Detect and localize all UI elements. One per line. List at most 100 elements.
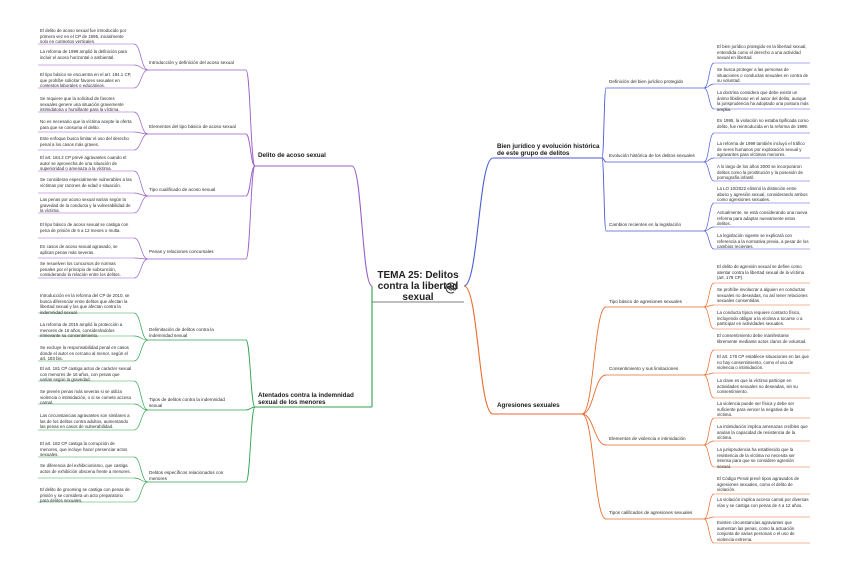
subtopic[interactable]: Penas y relaciones concursales [149, 249, 214, 254]
subtopic[interactable]: Tipo cualificado de acoso sexual [149, 187, 216, 192]
leaf-note[interactable]: El Código Penal prevé tipos agravados de… [717, 476, 800, 493]
leaf-note[interactable]: El delito de grooming se castiga con pen… [40, 487, 130, 504]
leaf-note[interactable]: Existen circunstancias agravantes que au… [717, 520, 795, 542]
subtopic[interactable]: Consentimiento y sus limitaciones [609, 366, 679, 371]
main-topic-agresiones[interactable]: Agresiones sexuales [497, 402, 560, 409]
leaf-note[interactable]: Se excluye la responsabilidad penal en c… [40, 345, 129, 362]
leaf-note[interactable]: En casos de acoso sexual agravado, se ap… [40, 244, 118, 255]
connector [703, 161, 715, 182]
subtopic[interactable]: Delimitación de delitos contra la indemn… [149, 327, 214, 338]
leaf-note[interactable]: Se prohíbe involucrar a alguien en condu… [717, 287, 808, 304]
leaf-note[interactable]: Se requiere que la solicitud de favores … [40, 96, 124, 113]
subtopic[interactable]: Introducción y definición del acoso sexu… [149, 60, 234, 65]
leaf-note[interactable]: El art. 184.2 CP prevé agravantes cuando… [40, 155, 127, 172]
connector [133, 111, 149, 135]
leaf-note[interactable]: Este enfoque busca limitar el uso del de… [40, 136, 129, 147]
connector [581, 374, 607, 415]
connector [133, 43, 149, 71]
connector [463, 157, 494, 287]
connector [133, 477, 149, 483]
connector [133, 258, 149, 279]
subtopic[interactable]: Delitos específicos relacionados con men… [149, 470, 224, 481]
connector [133, 456, 149, 483]
main-topic-delito-acoso[interactable]: Delito de acoso sexual [258, 152, 326, 159]
connector [245, 339, 256, 408]
connector [133, 339, 149, 362]
leaf-note[interactable]: El art. 181 CP castiga actos de carácter… [40, 366, 132, 383]
leaf-note[interactable]: La violencia puede ser física y debe ser… [717, 401, 795, 418]
leaf-note[interactable]: La reforma de 1999 también incluyó el tr… [717, 141, 805, 158]
main-topic-bien-juridico[interactable]: Bien jurídico y evolución histórica de e… [497, 143, 600, 158]
main-topic-atentados-menores[interactable]: Atentados contra la indemnidad sexual de… [258, 392, 354, 407]
leaf-note[interactable]: La legislación vigente se explicará con … [717, 233, 809, 250]
subtopic[interactable]: Elementos de violencia e intimidación [609, 436, 686, 441]
leaf-note[interactable]: El bien jurídico protegido es la liberta… [717, 44, 807, 61]
leaf-note[interactable]: Se diferencia del exhibicionismo, que ca… [40, 463, 131, 474]
connector [581, 413, 607, 520]
subtopic[interactable]: Evolución histórica de los delitos sexua… [609, 153, 695, 158]
connector [703, 83, 715, 89]
leaf-note[interactable]: El delito de acoso sexual fue introducid… [40, 28, 127, 45]
leaf-note[interactable]: El art. 178 CP establece situaciones en … [717, 354, 809, 371]
leaf-note[interactable]: La reforma de 1999 amplió la definición … [40, 49, 127, 60]
connector [133, 131, 149, 135]
connector [133, 380, 149, 411]
connector [581, 413, 607, 446]
leaf-note[interactable]: La reforma de 2015 amplió la protección … [40, 322, 123, 339]
connector [581, 306, 607, 415]
leaf-note[interactable]: La intimidación implica amenazas creíble… [717, 424, 808, 441]
connector [133, 409, 149, 431]
connector [703, 202, 715, 232]
connector [463, 285, 494, 415]
subtopic[interactable]: Tipos de delitos contra la indemnidad se… [149, 397, 225, 408]
connector [703, 417, 715, 446]
leaf-note[interactable]: La violación implica acceso carnal por d… [717, 497, 809, 508]
leaf-note[interactable]: La jurisprudencia ha establecido que la … [717, 447, 795, 469]
connector [703, 304, 715, 308]
leaf-note[interactable]: Se prevén penas más severas si se utiliz… [40, 389, 132, 406]
leaf-note[interactable]: La doctrina considera que debe existir u… [717, 90, 809, 112]
connector [133, 481, 149, 503]
subtopic[interactable]: Cambios recientes en la legislación [609, 222, 682, 227]
leaf-note[interactable]: Introducción en la reforma del CP de 201… [40, 293, 130, 315]
leaf-note[interactable]: A lo largo de los años 2000 se incorpora… [717, 164, 803, 181]
central-topic[interactable]: TEMA 25: Delitos contra la libertad sexu… [377, 270, 459, 303]
leaf-note[interactable]: La clave es que la víctima participe en … [717, 378, 798, 395]
subtopic[interactable]: Tipo básico de agresiones sexuales [609, 299, 682, 304]
connector [133, 69, 149, 89]
connector [133, 64, 149, 71]
subtopic[interactable]: Definición del bien jurídico protegido [609, 79, 684, 84]
leaf-note[interactable]: Actualmente, se está considerando una nu… [717, 210, 808, 227]
subtopic[interactable]: Elementos del tipo básico de acoso sexua… [149, 124, 236, 129]
connector [703, 282, 715, 308]
connector [601, 157, 607, 232]
leaf-note[interactable]: El art. 182 CP castiga la corrupción de … [40, 441, 128, 458]
leaf-note[interactable]: Se consideran especialmente vulnerables … [40, 177, 132, 188]
subtopic[interactable]: Tipos calificados de agresiones sexuales [609, 510, 693, 515]
leaf-note[interactable]: El consentimiento debe manifestarse libr… [717, 333, 807, 344]
leaf-note[interactable]: La conducta típica requiere contacto fís… [717, 310, 803, 327]
connector [245, 406, 256, 483]
leaf-note[interactable]: Se resuelven los concursos de normas pen… [40, 261, 121, 278]
leaf-note[interactable]: Las circunstancias agravantes son simila… [40, 413, 130, 430]
leaf-note[interactable]: En 1995, la violación no estaba tipifica… [717, 118, 809, 129]
connector [351, 165, 373, 287]
connector [703, 516, 715, 520]
connector [133, 237, 149, 260]
connector [703, 132, 715, 163]
connector [703, 444, 715, 468]
connector [245, 406, 256, 411]
leaf-note[interactable]: El tipo básico se encuentra en el art. 1… [40, 72, 132, 89]
leaf-note[interactable]: El delito de agresión sexual se define c… [717, 264, 805, 281]
at-sign-icon [445, 282, 457, 294]
connector [245, 133, 256, 167]
connector [133, 192, 149, 197]
leaf-note[interactable]: Se busca proteger a las personas de situ… [717, 67, 809, 84]
connector [703, 349, 715, 376]
connector [703, 440, 715, 446]
leaf-note[interactable]: No es necesario que la víctima acepte la… [40, 119, 132, 130]
connector [703, 372, 715, 376]
leaf-note[interactable]: El tipo básico de acoso sexual se castig… [40, 222, 129, 233]
leaf-note[interactable]: Las penas por acoso sexual varían según … [40, 197, 131, 214]
leaf-note[interactable]: La LO 10/2022 eliminó la distinción entr… [717, 186, 808, 203]
